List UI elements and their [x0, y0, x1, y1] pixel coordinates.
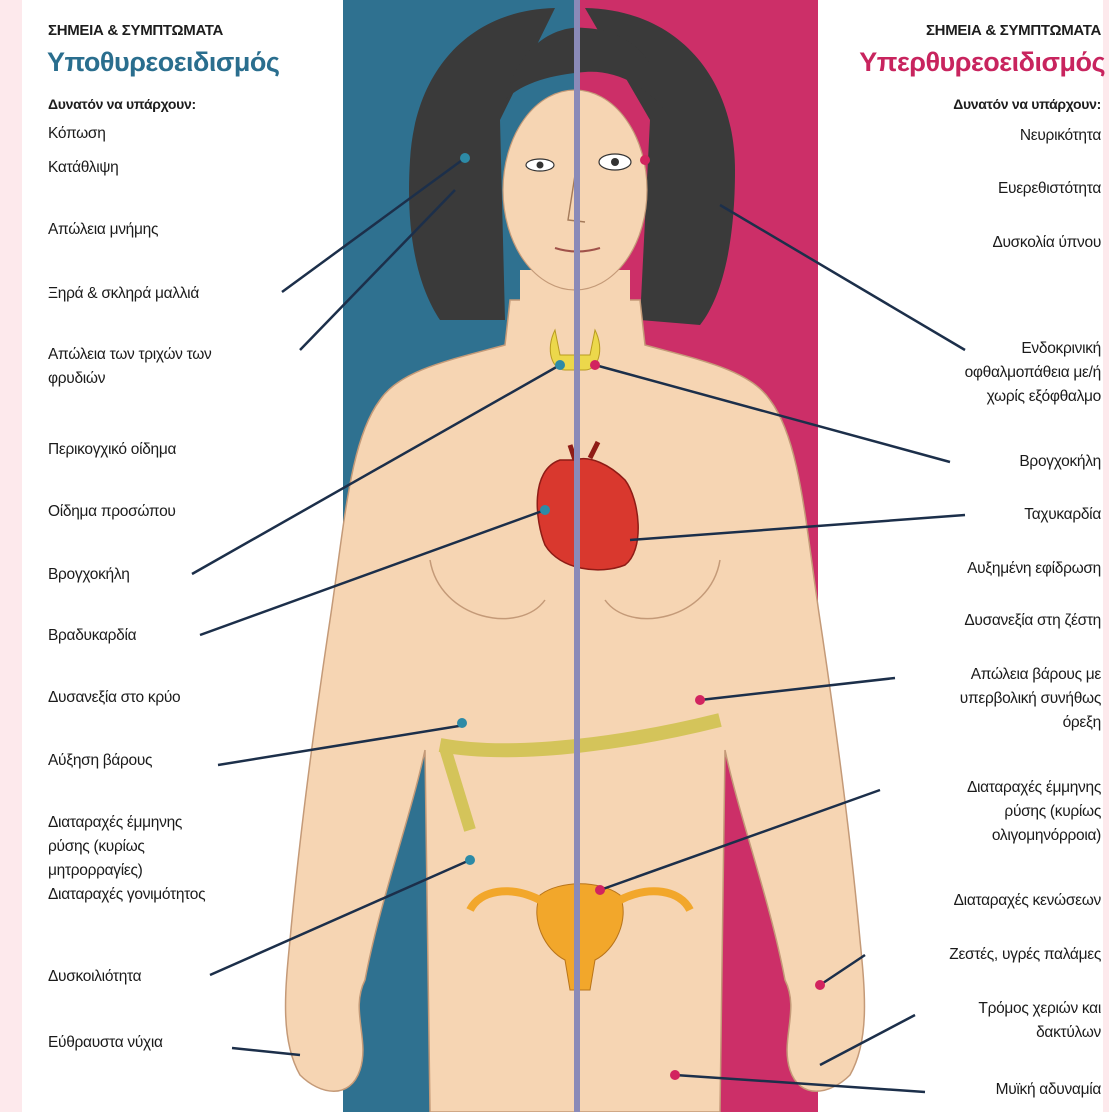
symptom-tachycardia: Ταχυκαρδία: [1024, 503, 1101, 527]
left-subheading: Δυνατόν να υπάρχουν:: [48, 96, 196, 112]
symptom-goiter: Βρογχοκήλη: [48, 563, 130, 587]
symptom-eyebrow-loss: Απώλεια των τριχών των φρυδιών: [48, 343, 211, 391]
symptom-sweating: Αυξημένη εφίδρωση: [967, 557, 1101, 581]
symptom-warm-moist-palms: Ζεστές, υγρές παλάμες: [949, 943, 1101, 967]
hypothyroidism-heading: Υποθυρεοειδισμός: [47, 47, 279, 78]
symptom-periorbital-edema: Περικογχικό οίδημα: [48, 438, 176, 462]
symptom-weight-gain: Αύξηση βάρους: [48, 749, 152, 773]
symptom-constipation: Δυσκοιλιότητα: [48, 965, 141, 989]
hyperthyroidism-heading: Υπερθυρεοειδισμός: [859, 47, 1105, 78]
symptom-memory-loss: Απώλεια μνήμης: [48, 218, 158, 242]
symptom-fatigue: Κόπωση: [48, 122, 106, 146]
pupil-right: [611, 158, 619, 166]
left-kicker: ΣΗΜΕΙΑ & ΣΥΜΠΤΩΜΑΤΑ: [48, 22, 223, 39]
symptom-bradycardia: Βραδυκαρδία: [48, 624, 136, 648]
symptom-bowel-disturbance: Διαταραχές κενώσεων: [954, 889, 1101, 913]
symptom-menstrual-oligomenorrhea: Διαταραχές έμμηνης ρύσης (κυρίως ολιγομη…: [967, 776, 1101, 848]
right-kicker: ΣΗΜΕΙΑ & ΣΥΜΠΤΩΜΑΤΑ: [926, 22, 1101, 39]
symptom-heat-intolerance: Δυσανεξία στη ζέστη: [964, 609, 1101, 633]
symptom-ophthalmopathy: Ενδοκρινική οφθαλμοπάθεια με/ή χωρίς εξό…: [965, 337, 1101, 409]
symptom-brittle-nails: Εύθραυστα νύχια: [48, 1031, 163, 1055]
symptom-muscle-weakness: Μυϊκή αδυναμία: [996, 1078, 1101, 1102]
symptom-nervousness: Νευρικότητα: [1020, 124, 1101, 148]
symptom-depression: Κατάθλιψη: [48, 156, 118, 180]
symptom-menstrual-fertility: Διαταραχές έμμηνης ρύσης (κυρίως μητρορρ…: [48, 811, 205, 907]
right-subheading: Δυνατόν να υπάρχουν:: [953, 96, 1101, 112]
symptom-dry-hair: Ξηρά & σκληρά μαλλιά: [48, 282, 199, 306]
symptom-weight-loss: Απώλεια βάρους με υπερβολική συνήθως όρε…: [960, 663, 1101, 735]
symptom-tremor: Τρόμος χεριών και δακτύλων: [978, 997, 1101, 1045]
center-divider: [574, 0, 580, 1112]
symptom-facial-edema: Οίδημα προσώπου: [48, 500, 176, 524]
symptom-goiter-hyper: Βρογχοκήλη: [1019, 450, 1101, 474]
symptom-cold-intolerance: Δυσανεξία στο κρύο: [48, 686, 180, 710]
symptom-insomnia: Δυσκολία ύπνου: [992, 231, 1101, 255]
pupil-left: [537, 162, 544, 169]
symptom-irritability: Ευερεθιστότητα: [998, 177, 1101, 201]
